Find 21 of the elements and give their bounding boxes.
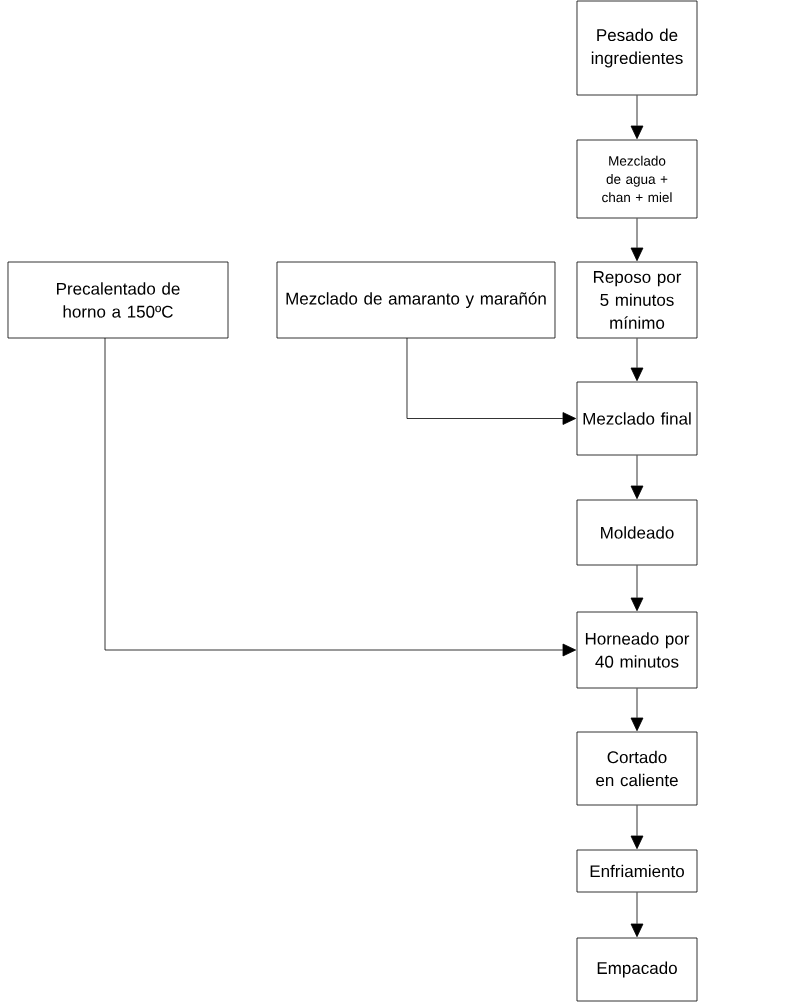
arrow: [630, 218, 644, 262]
process-box: Precalentado de horno a 150ºC: [7, 261, 229, 339]
arrow: [630, 338, 644, 382]
arrow: [630, 805, 644, 850]
process-box: Mezclado de agua + chan + miel: [576, 139, 698, 219]
arrow: [406, 337, 577, 425]
process-box: Enfriamiento: [576, 849, 698, 893]
arrow: [630, 455, 644, 500]
process-box: Pesado de ingredientes: [576, 0, 698, 96]
arrow: [104, 337, 577, 657]
arrow: [630, 688, 644, 732]
process-box: Mezclado de amaranto y marañón: [276, 261, 556, 339]
process-box: Moldeado: [576, 499, 698, 566]
process-box: Reposo por 5 minutos mínimo: [576, 261, 698, 339]
process-box: Horneado por 40 minutos: [576, 611, 698, 689]
arrow: [630, 565, 644, 612]
process-box: Empacado: [576, 937, 698, 1002]
arrow: [630, 892, 644, 938]
process-box: Mezclado final: [576, 381, 698, 456]
arrow: [630, 95, 644, 140]
process-box: Cortado en caliente: [576, 731, 698, 806]
